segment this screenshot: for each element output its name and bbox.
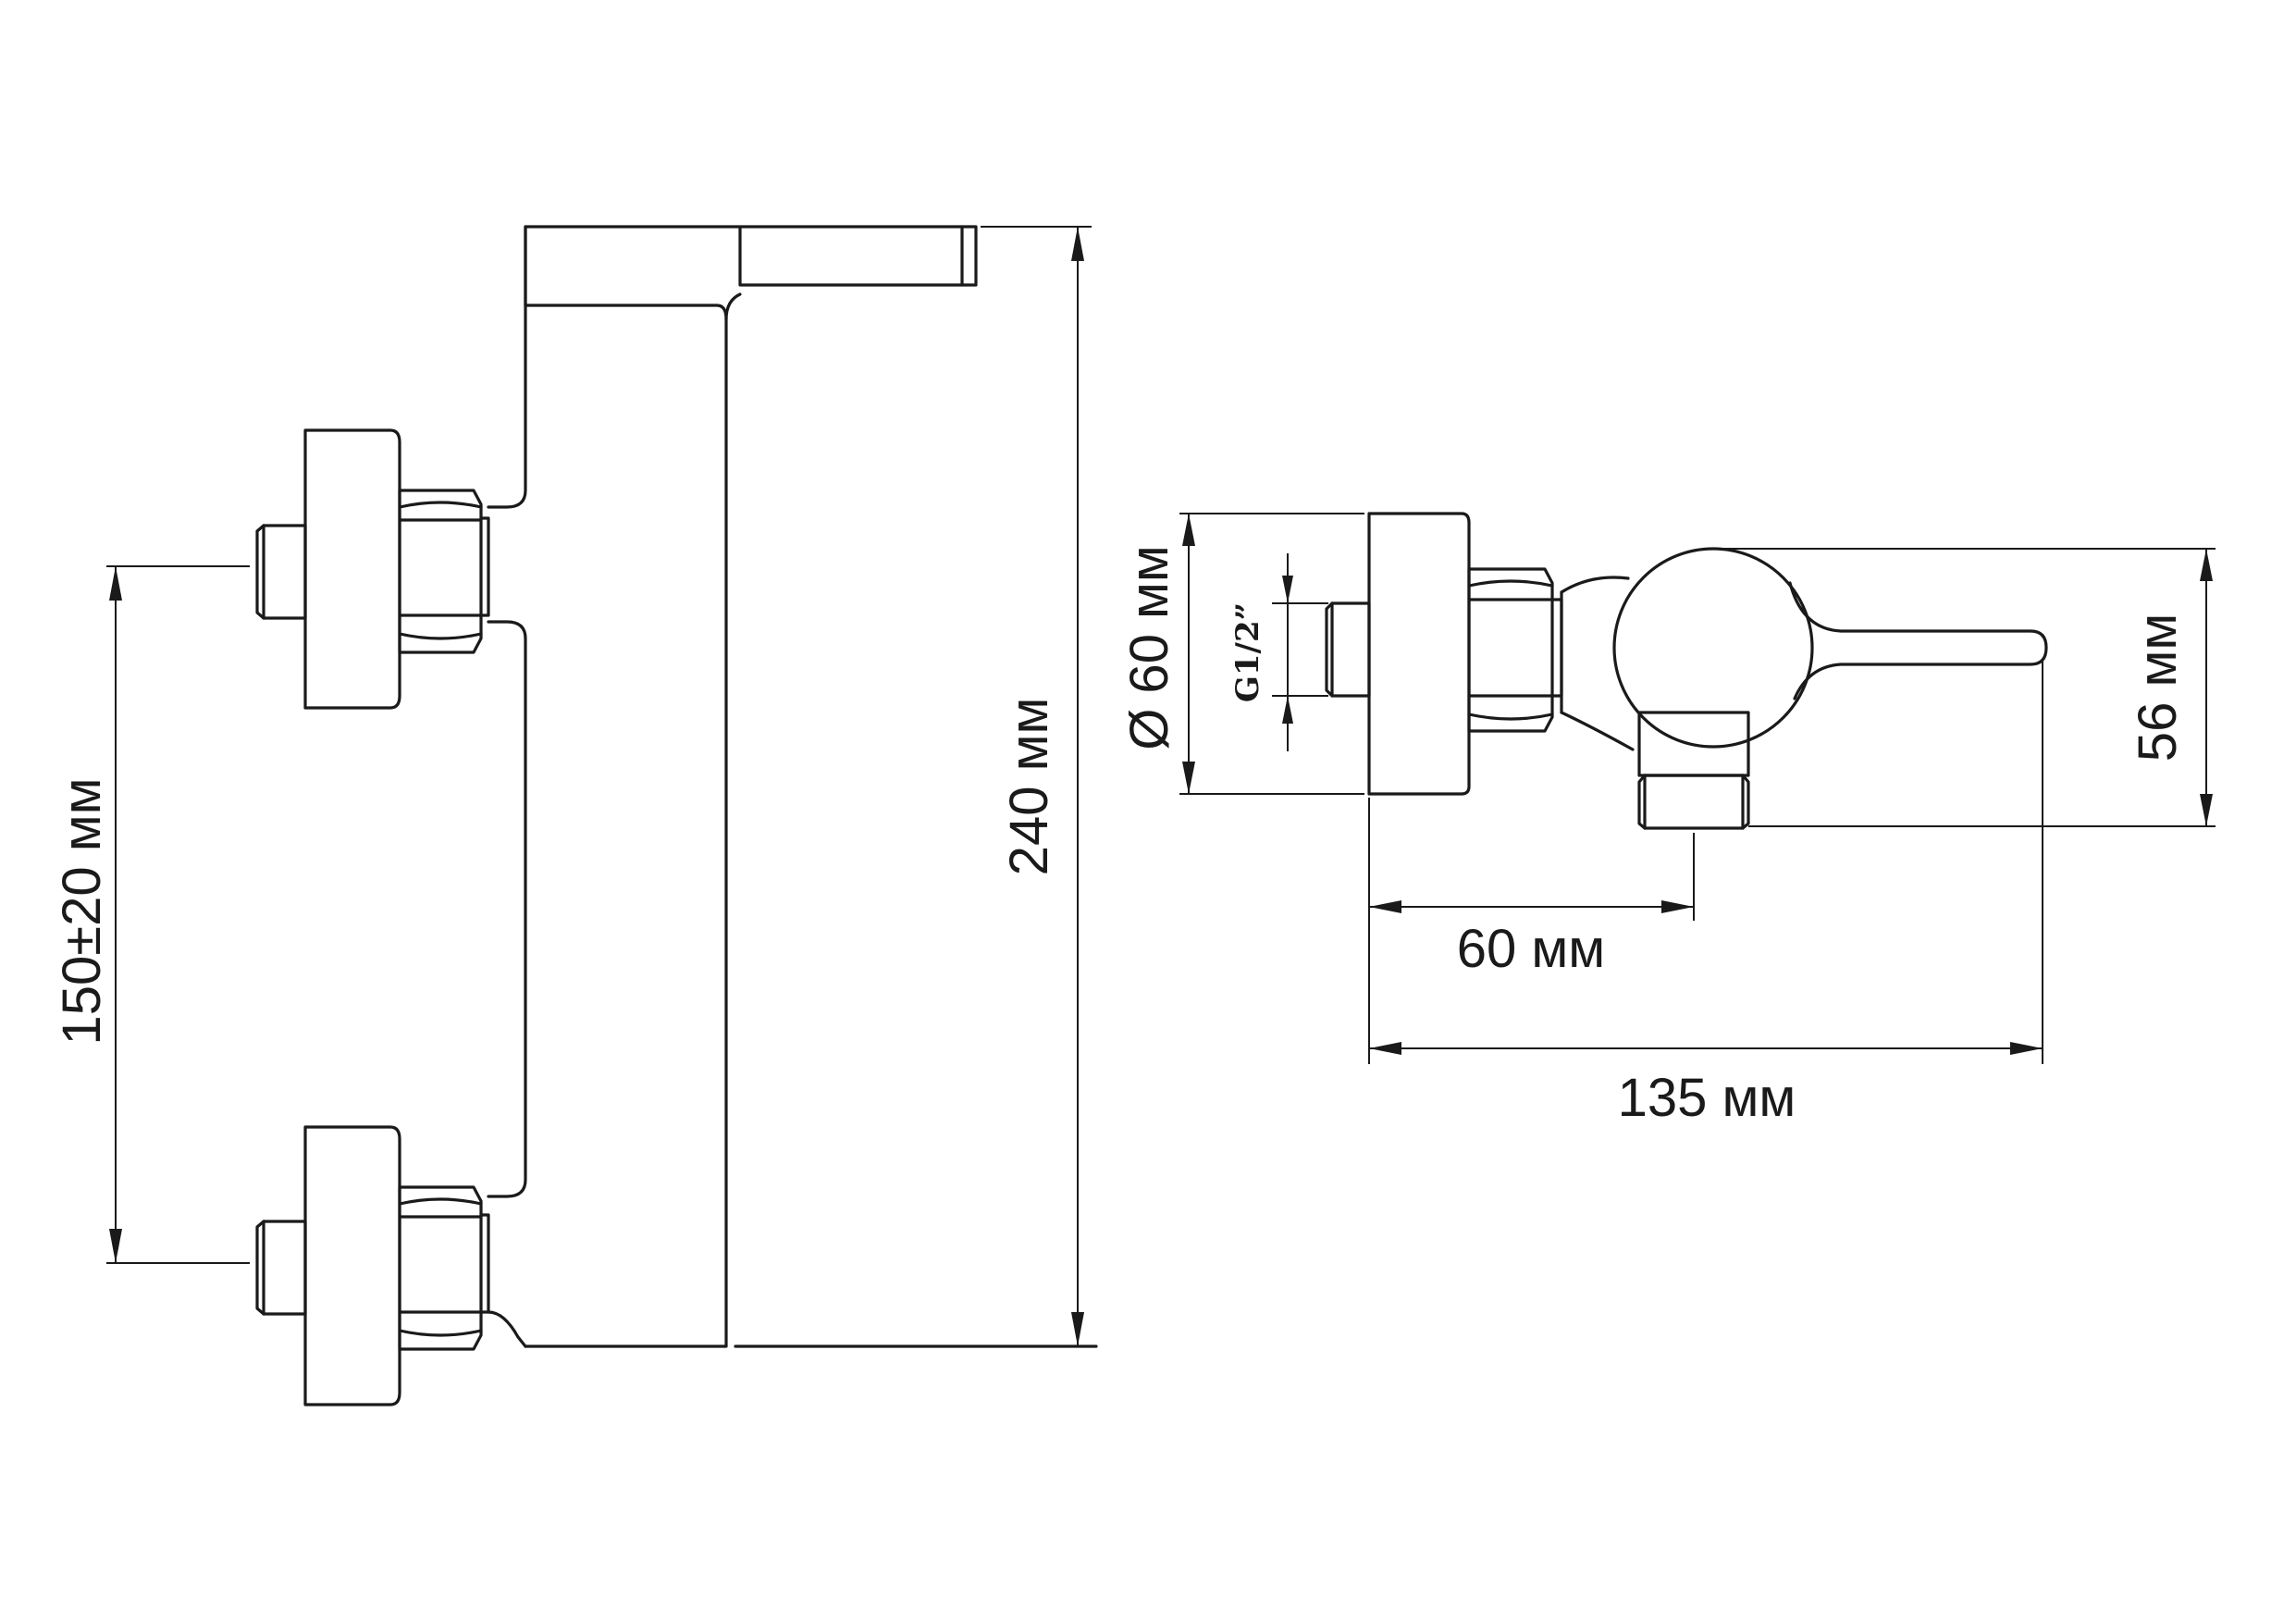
spacing-label: 150±20 мм [52, 778, 112, 1046]
front-view: 240 мм 150±20 мм [52, 225, 1098, 1406]
thread-dimension: G1/2” [1229, 553, 1328, 751]
upper-connector [255, 428, 490, 710]
side-view: Ø 60 мм G1/2” 56 мм 60 мм [1119, 512, 2216, 1128]
height-dimension: 240 мм [981, 226, 1092, 1346]
thread-label: G1/2” [1229, 602, 1266, 702]
lower-connector [255, 1125, 490, 1406]
diameter-label: Ø 60 мм [1119, 545, 1179, 750]
diameter-dimension: Ø 60 мм [1119, 513, 1364, 795]
valve-body [1560, 547, 1814, 830]
wall-flange [1325, 512, 1471, 796]
outlet-height-label: 56 мм [2128, 613, 2188, 762]
outlet-depth-label: 60 мм [1457, 919, 1605, 979]
outlet-depth-dimension: 60 мм [1368, 798, 1695, 1064]
height-label: 240 мм [999, 698, 1059, 876]
spacing-dimension: 150±20 мм [52, 565, 250, 1264]
side-handle [1788, 581, 2048, 700]
top-lever [524, 225, 978, 321]
handle-length-label: 135 мм [1618, 1068, 1796, 1128]
handle-length-dimension: 135 мм [1369, 659, 2043, 1128]
outlet-height-dimension: 56 мм [1721, 548, 2216, 827]
side-hex-nut [1467, 567, 1563, 733]
